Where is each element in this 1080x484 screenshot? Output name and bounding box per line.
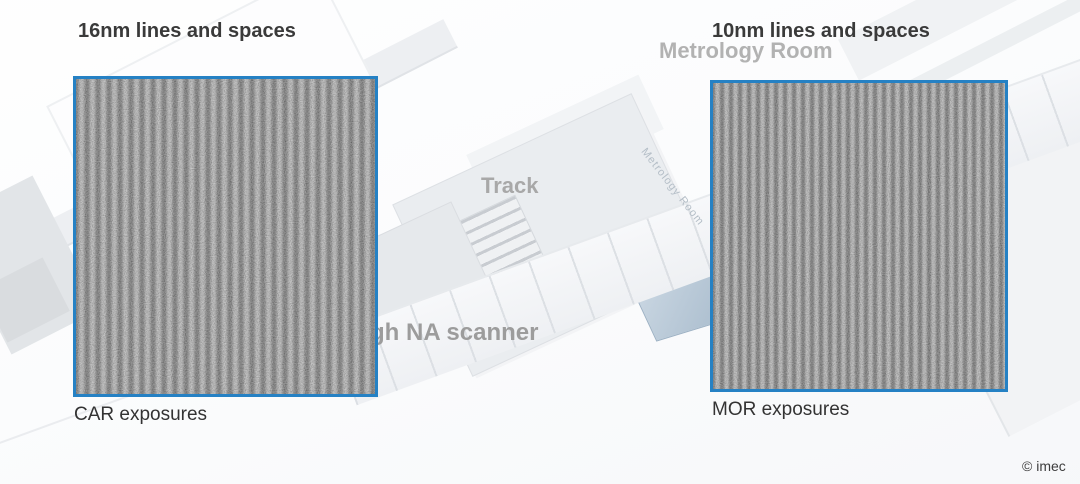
right-figure-caption: MOR exposures <box>712 399 850 420</box>
left-figure-title: 16nm lines and spaces <box>78 20 296 42</box>
high-na-scanner-label: High NA scanner <box>346 319 539 346</box>
sem-image-16nm <box>73 76 378 397</box>
sem-noise-texture <box>713 83 1005 389</box>
metrology-room-label: Metrology Room <box>659 38 833 63</box>
sem-image-10nm <box>710 80 1008 392</box>
track-label: Track <box>481 173 539 198</box>
sem-noise-texture <box>76 79 375 394</box>
imec-copyright: © imec <box>1022 458 1066 474</box>
right-figure-title: 10nm lines and spaces <box>712 20 930 42</box>
left-figure-caption: CAR exposures <box>74 404 208 425</box>
